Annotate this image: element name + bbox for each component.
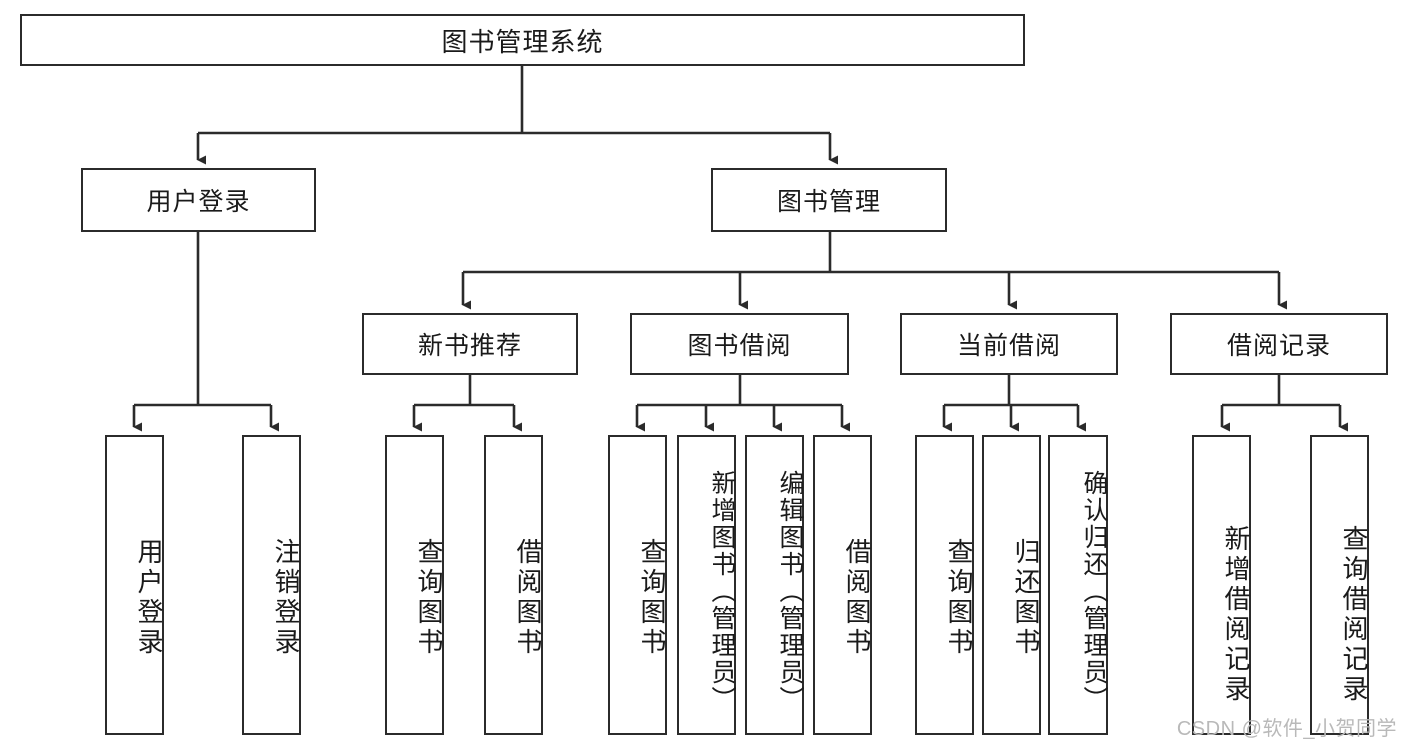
node-user-login[interactable]: 用户登录 bbox=[81, 168, 316, 232]
node-new-book-rec[interactable]: 新书推荐 bbox=[362, 313, 578, 375]
leaf-confirm-return-admin[interactable]: 确认归还（管理员） bbox=[1048, 435, 1108, 735]
node-book-borrow[interactable]: 图书借阅 bbox=[630, 313, 849, 375]
leaf-query-book-current[interactable]: 查询图书 bbox=[915, 435, 974, 735]
leaf-query-book-new-rec[interactable]: 查询图书 bbox=[385, 435, 444, 735]
node-current-borrow[interactable]: 当前借阅 bbox=[900, 313, 1118, 375]
node-root-system[interactable]: 图书管理系统 bbox=[20, 14, 1025, 66]
node-borrow-record[interactable]: 借阅记录 bbox=[1170, 313, 1388, 375]
leaf-add-borrow-record[interactable]: 新增借阅记录 bbox=[1192, 435, 1251, 735]
leaf-user-login[interactable]: 用户登录 bbox=[105, 435, 164, 735]
leaf-borrow-book-new-rec[interactable]: 借阅图书 bbox=[484, 435, 543, 735]
leaf-user-logout[interactable]: 注销登录 bbox=[242, 435, 301, 735]
node-book-manage[interactable]: 图书管理 bbox=[711, 168, 947, 232]
leaf-query-borrow-record[interactable]: 查询借阅记录 bbox=[1310, 435, 1369, 735]
leaf-edit-book-admin[interactable]: 编辑图书（管理员） bbox=[745, 435, 804, 735]
leaf-add-book-admin[interactable]: 新增图书（管理员） bbox=[677, 435, 736, 735]
leaf-borrow-book-borrow[interactable]: 借阅图书 bbox=[813, 435, 872, 735]
leaf-query-book-borrow[interactable]: 查询图书 bbox=[608, 435, 667, 735]
leaf-return-book[interactable]: 归还图书 bbox=[982, 435, 1041, 735]
